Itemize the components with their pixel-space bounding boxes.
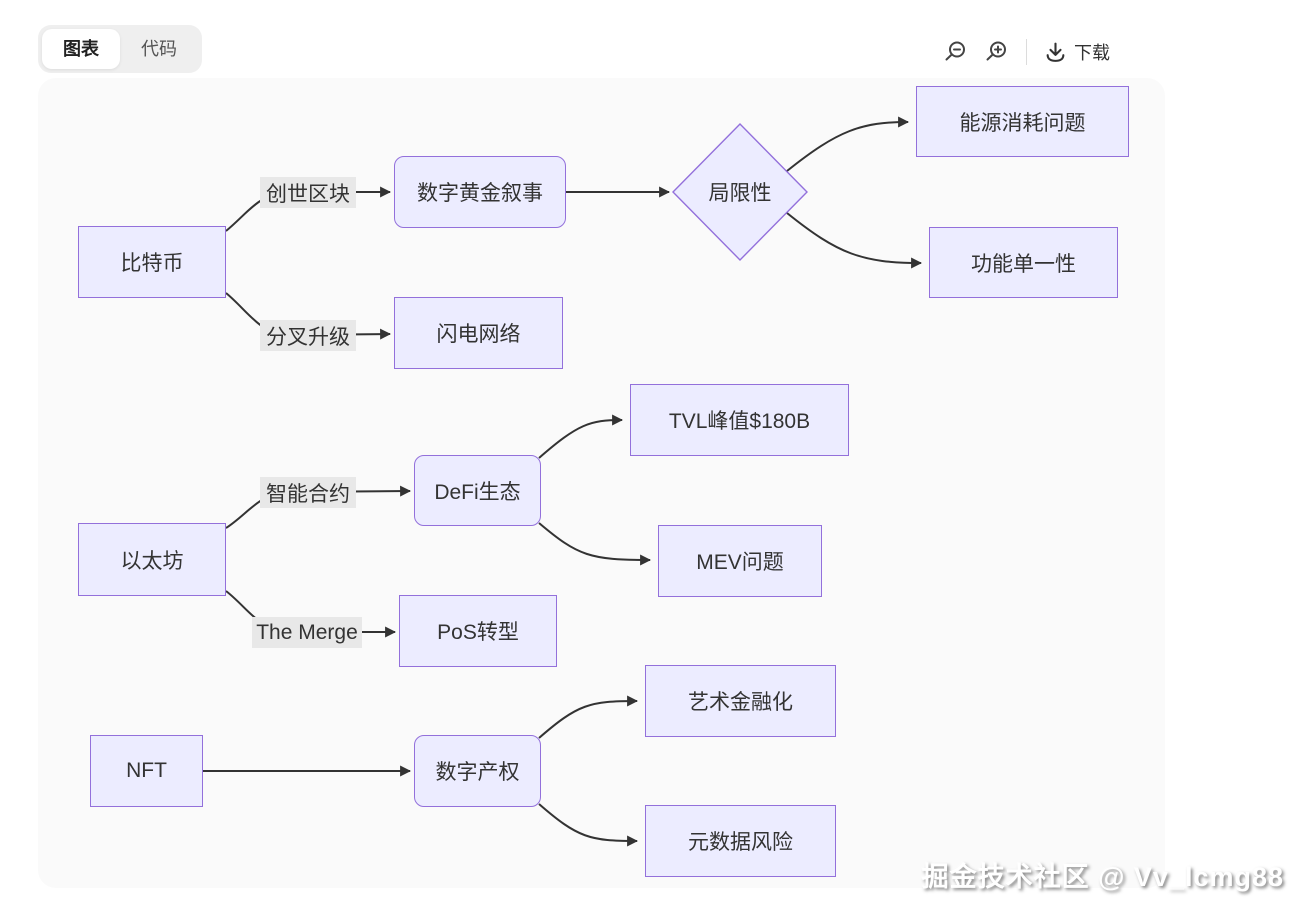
edge-property-metadata <box>538 803 639 847</box>
node-nft: NFT <box>90 735 203 807</box>
node-pos: PoS转型 <box>399 595 557 667</box>
diagram-canvas[interactable]: 比特币 数字黄金叙事 局限性 能源消耗问题 功能单一性 闪电网络 以太坊 DeF… <box>38 78 1165 888</box>
node-ethereum: 以太坊 <box>78 523 226 596</box>
edge-label-smart-contract: 智能合约 <box>260 477 356 508</box>
edge-label-fork-upgrade: 分叉升级 <box>260 320 356 351</box>
magnifier-minus-icon <box>945 41 965 61</box>
node-defi: DeFi生态 <box>414 455 541 526</box>
download-label: 下载 <box>1074 43 1110 63</box>
toolbar-actions: 下载 <box>942 36 1110 68</box>
edge-limitation-energy <box>786 116 910 172</box>
node-art: 艺术金融化 <box>645 665 836 737</box>
tab-code[interactable]: 代码 <box>141 39 177 59</box>
download-icon <box>1046 42 1065 62</box>
view-mode-tabs: 图表 代码 <box>38 25 202 73</box>
download-button[interactable]: 下载 <box>1044 39 1110 65</box>
flowchart-edges <box>203 116 923 847</box>
node-mev: MEV问题 <box>658 525 822 597</box>
node-digital-gold: 数字黄金叙事 <box>394 156 566 228</box>
node-metadata: 元数据风险 <box>645 805 836 877</box>
node-lightning: 闪电网络 <box>394 297 563 369</box>
edge-label-genesis-block: 创世区块 <box>260 177 356 208</box>
edge-defi-mev <box>538 522 652 566</box>
zoom-out-button[interactable] <box>942 39 968 65</box>
edge-property-art <box>538 695 639 739</box>
edge-limitation-singlefunction <box>786 212 923 269</box>
tab-chart[interactable]: 图表 <box>42 29 120 69</box>
edge-label-the-merge: The Merge <box>252 617 362 648</box>
edge-defi-tvl <box>538 414 624 459</box>
magnifier-plus-icon <box>986 41 1006 61</box>
node-limitation-shape <box>672 123 808 261</box>
node-single-function: 功能单一性 <box>929 227 1118 298</box>
node-energy: 能源消耗问题 <box>916 86 1129 157</box>
node-property: 数字产权 <box>414 735 541 807</box>
watermark: 掘金技术社区 @ Vv_lcmg88 <box>921 862 1284 892</box>
toolbar-divider <box>1026 39 1027 65</box>
node-tvl: TVL峰值$180B <box>630 384 849 456</box>
zoom-in-button[interactable] <box>983 39 1009 65</box>
node-limitation-label: 局限性 <box>708 182 772 205</box>
node-bitcoin: 比特币 <box>78 226 226 298</box>
